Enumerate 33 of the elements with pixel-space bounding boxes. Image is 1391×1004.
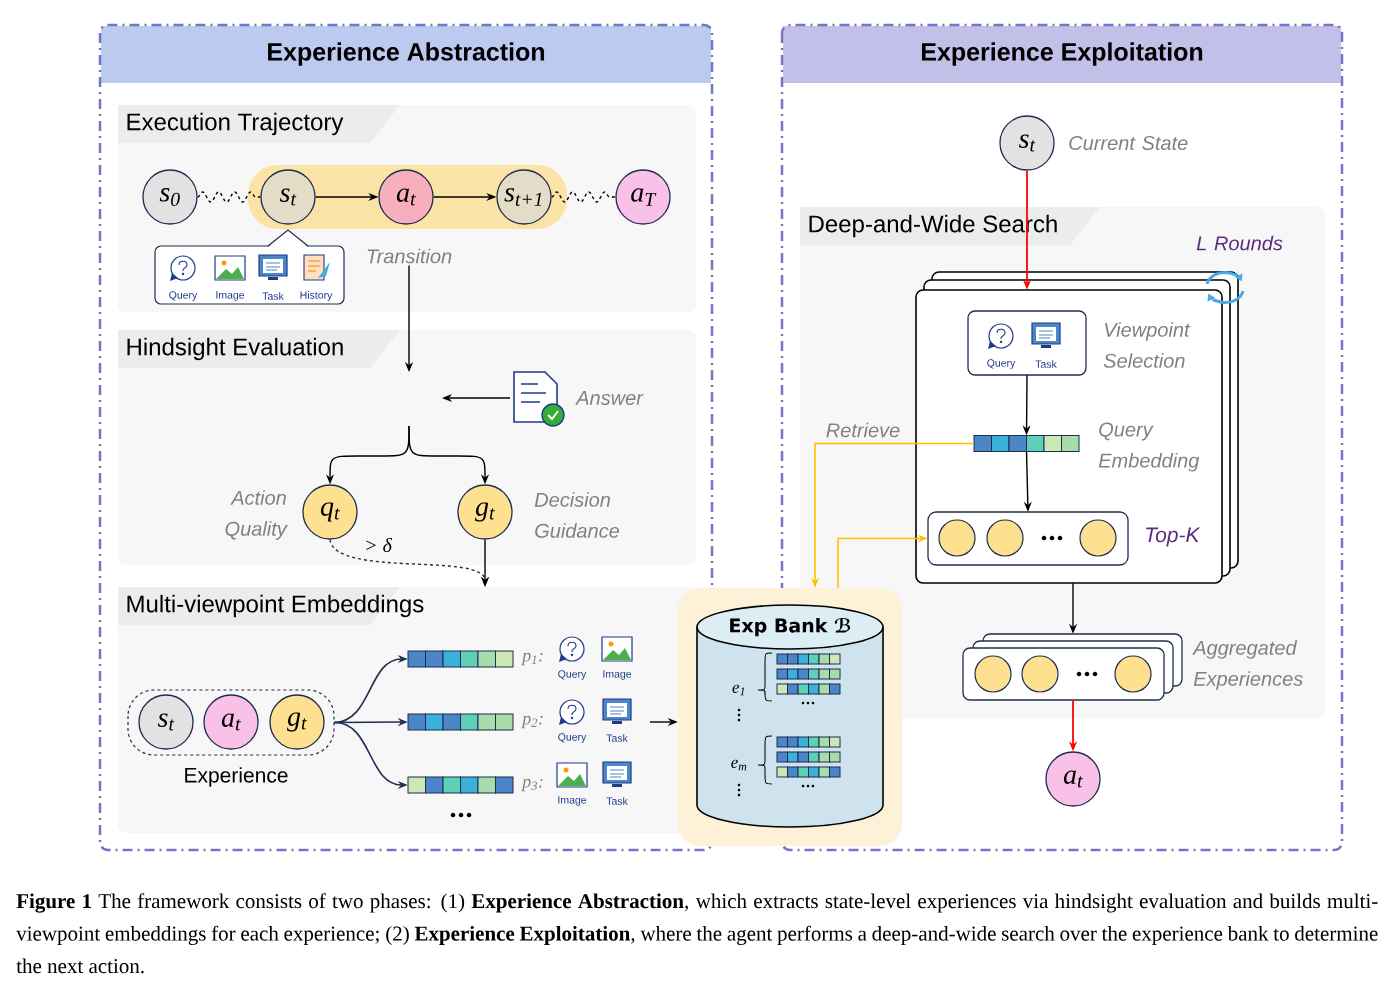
viewpoint-box: Query Task	[967, 310, 1087, 376]
embedding-bar	[407, 713, 514, 731]
icon-caption: Image	[558, 796, 587, 806]
figure-caption: Figure 1 The framework consists of two phases: (1) Experience Abstraction, which extracts state-level experiences via hindsight evaluation and builds multi-viewpoint embeddings for each experience; (2) Experience Exploitation, where the agent performs a deep-and-wide search over the experience bank to determine the next action.	[16, 893, 1378, 974]
side-label: p$_{3}$:	[521, 778, 543, 792]
aggregated-box	[962, 633, 1183, 701]
side-label: Viewpoint Selection	[1103, 322, 1191, 368]
icon-caption: Query	[558, 733, 587, 743]
embedding-bar	[407, 776, 514, 794]
side-label: p$_{1}$:	[521, 652, 543, 666]
database-cylinder: Exp Bank ℬ e$_{1}$ e$_{m}$	[678, 588, 902, 846]
node-label: Experience	[185, 767, 288, 787]
side-label: Top-K	[1146, 527, 1201, 547]
answer-document: Answer	[513, 371, 644, 427]
state-info-callout: Query Image Task History	[154, 229, 345, 305]
result-box	[927, 511, 1129, 566]
wavy-line	[196, 191, 262, 203]
embedding-bar	[973, 435, 1080, 452]
side-label: Decision Guidance	[534, 492, 620, 538]
icon-caption: Task	[606, 797, 628, 805]
side-label: Aggregated Experiences	[1192, 640, 1303, 690]
icon-caption: Query	[558, 670, 587, 680]
edge-label: > δ	[366, 537, 393, 553]
icon-caption: Image	[603, 670, 632, 680]
side-label: Current State	[1069, 135, 1188, 151]
side-label: Action Quality	[225, 490, 288, 540]
side-label: L Rounds	[1196, 235, 1283, 251]
icon-caption: Task	[606, 734, 628, 742]
embedding-bar	[407, 650, 514, 668]
side-label: Query Embedding	[1098, 422, 1200, 472]
side-label: p$_{2}$:	[521, 715, 543, 729]
node-label: Answer	[575, 391, 644, 405]
step-label: Transition	[367, 248, 452, 264]
